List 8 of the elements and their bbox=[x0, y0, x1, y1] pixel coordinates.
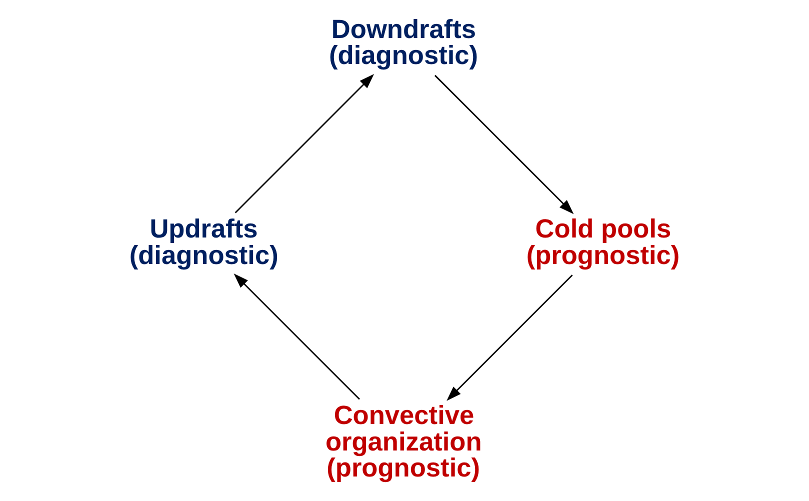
node-text: Downdrafts (diagnostic) bbox=[328, 14, 478, 70]
arrow bbox=[233, 274, 360, 400]
node-text: Cold pools (prognostic) bbox=[526, 213, 680, 270]
arrow bbox=[234, 74, 374, 214]
arrow bbox=[434, 74, 574, 214]
node-text: Updrafts (diagnostic) bbox=[128, 213, 278, 270]
node-text: Convective organization (prognostic) bbox=[324, 400, 482, 483]
arrow bbox=[446, 274, 572, 401]
